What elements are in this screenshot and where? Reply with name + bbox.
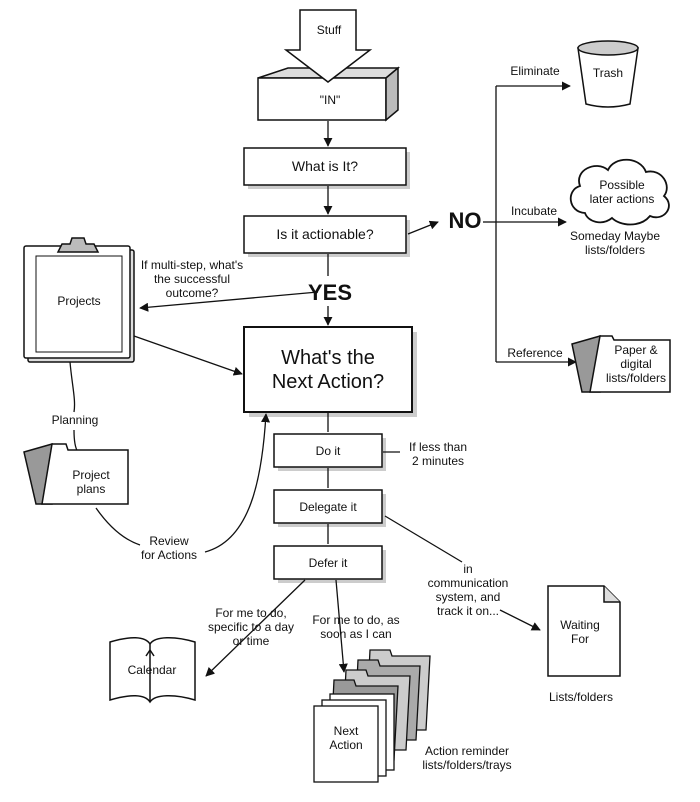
clipboard-icon (23, 237, 135, 363)
someday-maybe-label: Someday Maybe lists/folders (569, 229, 661, 257)
lists-folders-label: Lists/folders (548, 690, 614, 704)
action-reminder-folders-icon (313, 649, 431, 783)
reference-folder-icon (571, 335, 671, 393)
less-than-label: If less than 2 minutes (408, 440, 468, 468)
defer-box (273, 545, 386, 583)
waiting-for-document-icon (547, 585, 621, 677)
actionable-box (243, 215, 410, 257)
stuff-arrow-shape (283, 9, 373, 83)
stuff-label: Stuff (316, 23, 342, 37)
in-communication-label: in communication system, and track it on… (427, 562, 509, 618)
reference-label: Reference (507, 346, 563, 360)
for-me-specific-label: For me to do, specific to a day or time (207, 606, 295, 648)
waiting-for-label: Waiting For (560, 618, 600, 646)
planning-label: Planning (51, 413, 99, 427)
calendar-book-icon (109, 637, 196, 704)
review-label: Review for Actions (140, 534, 198, 562)
eliminate-label: Eliminate (510, 64, 560, 78)
in-tray-shape (257, 66, 401, 122)
next-action-box (243, 326, 417, 417)
cloud-icon (569, 158, 670, 226)
no-label: NO (448, 208, 482, 233)
next-action-question-label: What's the Next Action? (271, 347, 385, 393)
projects-label: Projects (57, 294, 101, 308)
do-it-label: Do it (315, 444, 341, 458)
yes-label: YES (307, 280, 353, 305)
in-tray-label: "IN" (319, 93, 341, 107)
next-action-label: Next Action (329, 724, 363, 752)
calendar-label: Calendar (127, 663, 177, 677)
delegate-label: Delegate it (299, 500, 357, 514)
multi-step-label: If multi-step, what's the successful out… (140, 258, 244, 300)
for-me-soon-label: For me to do, as soon as I can (312, 613, 400, 641)
trash-can-icon (577, 40, 639, 108)
paper-digital-label: Paper & digital lists/folders (605, 343, 667, 385)
defer-label: Defer it (308, 556, 348, 570)
do-it-box (273, 433, 386, 471)
flow-connectors (69, 81, 577, 677)
what-is-it-box (243, 147, 410, 189)
action-reminder-label: Action reminder lists/folders/trays (422, 744, 512, 772)
incubate-label: Incubate (510, 204, 558, 218)
project-plans-folder-icon (23, 443, 129, 505)
what-is-it-label: What is It? (291, 158, 359, 174)
delegate-box (273, 489, 386, 527)
possible-later-label: Possible later actions (589, 178, 655, 206)
trash-label: Trash (592, 66, 624, 80)
actionable-label: Is it actionable? (276, 226, 374, 242)
project-plans-label: Project plans (72, 468, 110, 496)
